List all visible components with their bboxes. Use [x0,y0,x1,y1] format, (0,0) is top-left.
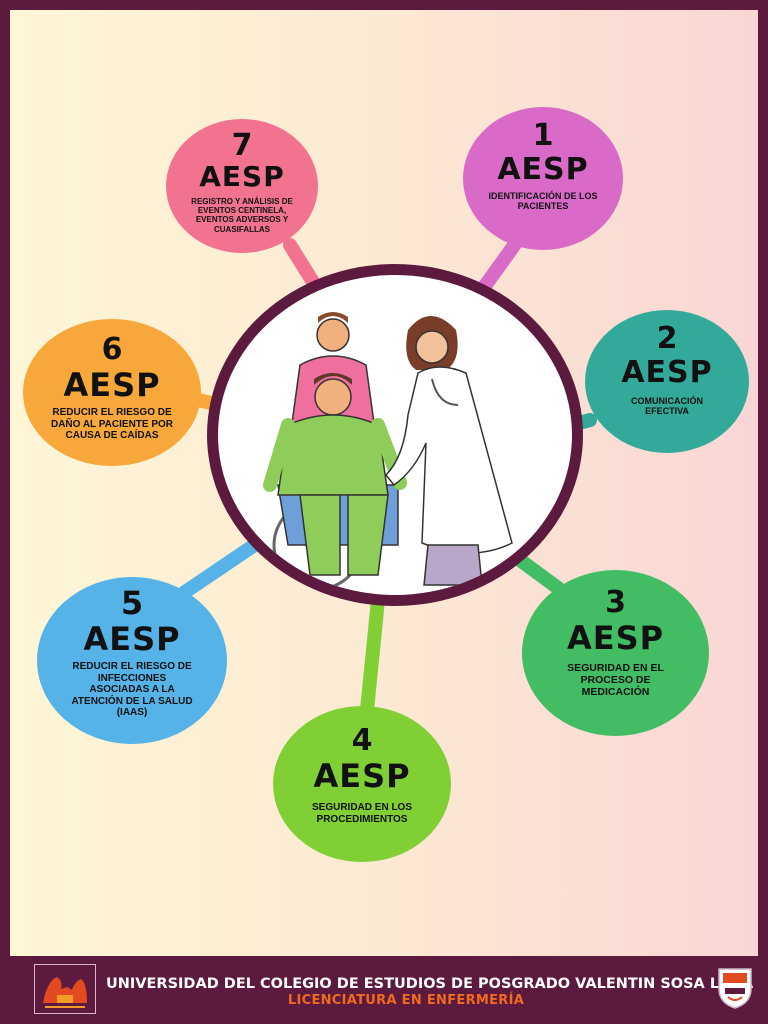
aesp-code: AESP [63,366,161,404]
aesp-code: AESP [566,619,665,657]
aesp-bubble-6: 6 AESP REDUCIR EL RIESGO DE DAÑO AL PACI… [23,319,201,466]
aesp-number: 2 [656,321,678,356]
spoke-5 [178,533,269,599]
university-name: UNIVERSIDAD DEL COLEGIO DE ESTUDIOS DE P… [106,976,754,992]
aesp-description: REGISTRO Y ANÁLISIS DE EVENTOS CENTINELA… [191,197,293,234]
aesp-bubble-5: 5 AESP REDUCIR EL RIESGO DE INFECCIONES … [37,577,227,744]
aesp-description: IDENTIFICACIÓN DE LOS PACIENTES [488,191,598,212]
aesp-code: AESP [621,355,713,390]
aesp-description: SEGURIDAD EN EL PROCESO DE MEDICACIÓN [567,662,664,699]
spoke-1 [475,233,525,297]
aesp-description: REDUCIR EL RIESGO DE INFECCIONES ASOCIAD… [71,661,193,718]
aesp-bubble-3: 3 AESP SEGURIDAD EN EL PROCESO DE MEDICA… [522,570,709,736]
aesp-code: AESP [199,160,285,193]
aesp-number: 7 [231,128,253,163]
aesp-bubble-7: 7 AESP REGISTRO Y ANÁLISIS DE EVENTOS CE… [166,119,318,253]
spoke-4 [360,593,385,717]
program-name: LICENCIATURA EN ENFERMERÍA [287,993,525,1008]
aesp-code: AESP [83,620,181,658]
aesp-number: 1 [532,118,554,153]
aesp-code: AESP [313,757,411,795]
aesp-description: SEGURIDAD EN LOS PROCEDIMIENTOS [311,802,412,825]
aesp-number: 6 [101,332,123,367]
aesp-bubble-4: 4 AESP SEGURIDAD EN LOS PROCEDIMIENTOS [273,706,451,862]
university-logo-icon [34,964,96,1014]
aesp-number: 5 [120,584,144,622]
spoke-3 [513,553,565,595]
aesp-description: REDUCIR EL RIESGO DE DAÑO AL PACIENTE PO… [50,407,174,441]
aesp-number: 4 [351,723,373,758]
aesp-description: COMUNICACIÓN EFECTIVA [631,396,703,417]
aesp-code: AESP [497,152,589,187]
aesp-bubble-2: 2 AESP COMUNICACIÓN EFECTIVA [585,310,749,453]
crest-icon [716,966,754,1010]
center-illustration [218,275,572,595]
aesp-number: 3 [605,585,626,620]
center-illustration-ring [207,264,583,606]
aesp-bubble-1: 1 AESP IDENTIFICACIÓN DE LOS PACIENTES [463,107,623,250]
caregivers-illustration [263,312,513,591]
footer: UNIVERSIDAD DEL COLEGIO DE ESTUDIOS DE P… [0,956,768,1024]
